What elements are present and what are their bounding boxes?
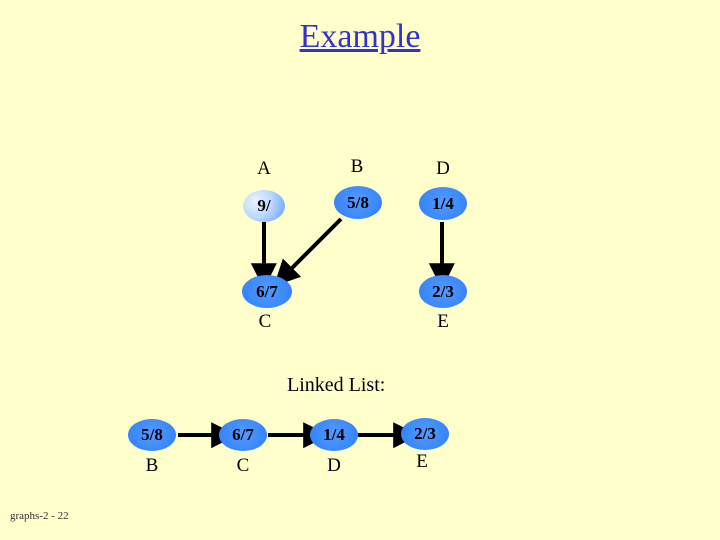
graph-node-e[interactable]: 2/3	[419, 275, 467, 308]
list-letter-1: B	[145, 455, 159, 476]
node-letter-e: E	[437, 311, 449, 332]
list-node-4[interactable]: 2/3	[401, 418, 449, 450]
graph-node-a[interactable]: 9/	[243, 190, 285, 222]
list-node-1[interactable]: 5/8	[128, 419, 176, 451]
list-letter-4: E	[416, 451, 428, 472]
page-title: Example	[299, 18, 421, 55]
list-node-3-value: 1/4	[323, 425, 345, 444]
list-node-3[interactable]: 1/4	[310, 419, 358, 451]
node-letter-b: B	[350, 156, 364, 177]
list-letter-3: D	[327, 455, 341, 476]
graph-node-c[interactable]: 6/7	[242, 275, 292, 308]
graph-node-a-value: 9/	[257, 196, 271, 215]
graph-node-c-value: 6/7	[256, 281, 278, 301]
slide-footer: graphs-2 - 22	[10, 510, 69, 522]
node-letter-d: D	[436, 158, 450, 179]
node-letter-c: C	[258, 311, 272, 332]
edge-b-to-c	[273, 217, 343, 287]
linked-list-heading: Linked List:	[287, 374, 386, 396]
node-letter-a: A	[257, 158, 271, 179]
list-node-2[interactable]: 6/7	[219, 419, 267, 451]
list-node-1-value: 5/8	[141, 425, 163, 444]
graph-node-e-value: 2/3	[432, 281, 454, 301]
list-node-4-value: 2/3	[414, 424, 436, 443]
graph-node-b-value: 5/8	[347, 192, 369, 212]
list-node-2-value: 6/7	[232, 425, 254, 444]
graph-node-d-value: 1/4	[432, 193, 454, 213]
graph-node-d[interactable]: 1/4	[419, 187, 467, 220]
list-letter-2: C	[236, 455, 250, 476]
graph-node-b[interactable]: 5/8	[334, 186, 382, 219]
